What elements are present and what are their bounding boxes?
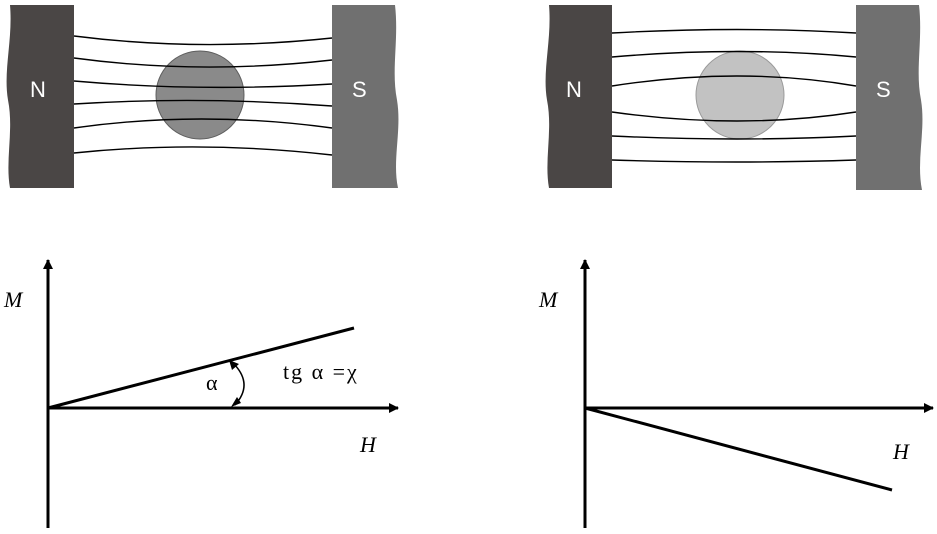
diamagnet-magnet-setup: N S <box>545 5 923 190</box>
field-line <box>611 135 857 140</box>
angle-label: α <box>206 370 220 395</box>
paramagnetic-sample <box>155 50 245 140</box>
paramagnet-graph: M H α tg α =χ <box>3 259 399 528</box>
paramagnet-magnet-setup: N S <box>6 5 399 188</box>
magnetization-line <box>47 326 355 410</box>
south-pole-label: S <box>352 77 367 102</box>
susceptibility-formula: tg α =χ <box>283 359 359 384</box>
angle-arc-arrow-top <box>229 360 239 370</box>
angle-arc <box>232 362 245 406</box>
m-axis-label: M <box>3 287 24 312</box>
north-pole-block <box>6 5 74 188</box>
magnetization-line <box>584 406 893 492</box>
diamagnet-graph: M H <box>538 259 934 528</box>
south-pole-label: S <box>876 77 891 102</box>
north-pole-label: N <box>566 77 582 102</box>
north-pole-label: N <box>30 77 46 102</box>
field-line <box>73 118 333 129</box>
h-axis-label: H <box>359 432 377 457</box>
diamagnetic-sample <box>695 50 785 140</box>
field-line <box>611 111 857 122</box>
field-line <box>73 80 333 89</box>
field-line <box>611 28 857 34</box>
field-line <box>611 159 857 163</box>
m-axis-label: M <box>538 287 559 312</box>
south-pole-block <box>332 5 399 188</box>
south-pole-block <box>856 5 923 190</box>
north-pole-block <box>545 5 612 188</box>
field-line <box>73 57 333 68</box>
field-line <box>611 50 857 58</box>
field-line <box>73 146 333 156</box>
field-line <box>73 99 333 107</box>
angle-arc-arrow-bottom <box>231 397 241 407</box>
field-line <box>73 35 333 46</box>
h-axis-label: H <box>892 439 910 464</box>
field-lines <box>73 35 333 156</box>
field-lines <box>611 28 857 163</box>
field-line <box>611 75 857 87</box>
